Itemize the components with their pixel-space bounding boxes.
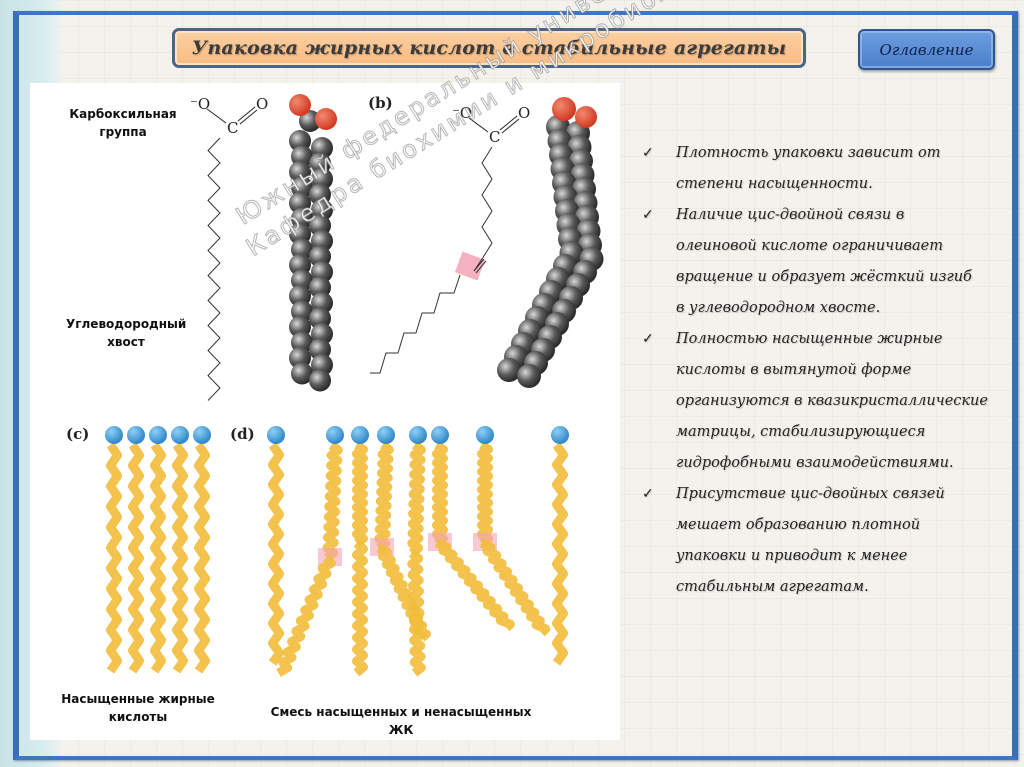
saturated-space-filling-model xyxy=(289,94,337,392)
polar-head xyxy=(476,426,494,444)
label-carboxyl-group: Карбоксильная группа xyxy=(69,107,177,139)
formula-b-c: C xyxy=(489,128,500,146)
figure-panel: Карбоксильная группа Углеводородный хвос… xyxy=(30,83,620,740)
unsaturated-chain-top xyxy=(473,146,493,272)
polar-head xyxy=(377,426,395,444)
carbon-atom xyxy=(299,110,321,132)
tail-lower xyxy=(276,554,336,677)
check-icon: ✓ xyxy=(642,145,654,161)
polar-head xyxy=(105,426,123,444)
polar-head xyxy=(193,426,211,444)
label-hydrocarbon-tail: Углеводородный хвост xyxy=(66,317,187,349)
tail-upper xyxy=(352,441,368,547)
oxygen-atom xyxy=(552,97,576,121)
oxygen-atom xyxy=(315,108,337,130)
label-mixture: Смесь насыщенных и ненасыщенных ЖК xyxy=(270,705,532,737)
cis-double-bond-highlight xyxy=(454,251,486,281)
table-of-contents-button[interactable]: Оглавление xyxy=(858,29,995,70)
polar-head xyxy=(127,426,145,444)
saturated-skeletal-formula: ⁻O O C xyxy=(190,95,268,401)
bullet-item: ✓ Наличие цис-двойной связи в олеиновой … xyxy=(640,200,1000,324)
oxygen-atom xyxy=(289,94,311,116)
carbon-atom xyxy=(497,358,521,382)
polar-head xyxy=(351,426,369,444)
polar-head xyxy=(149,426,167,444)
tail-lower xyxy=(479,538,551,637)
unsaturated-chain-bottom xyxy=(370,274,461,374)
tail-lower xyxy=(434,538,515,632)
unsaturated-skeletal-formula: ⁻O O C xyxy=(370,104,530,374)
formula-o: O xyxy=(256,95,268,113)
label-saturated: Насыщенные жирные кислоты xyxy=(61,692,215,724)
saturated-tail xyxy=(268,442,284,666)
tail-lower xyxy=(407,549,426,677)
check-icon: ✓ xyxy=(642,331,654,347)
saturated-tail xyxy=(172,442,188,674)
saturated-tail xyxy=(194,442,210,674)
carbon-atom xyxy=(309,369,331,392)
unsaturated-space-filling-model xyxy=(497,97,604,388)
lipid-packing-diagrams xyxy=(105,426,569,677)
toc-button-label: Оглавление xyxy=(879,40,974,59)
formula-c: C xyxy=(227,119,238,137)
bullet-text: Полностью насыщенные жирные кислоты в вы… xyxy=(676,331,988,471)
oxygen-atom xyxy=(575,106,597,128)
tail-lower xyxy=(352,539,368,677)
polar-head xyxy=(171,426,189,444)
bullet-text: Наличие цис-двойной связи в олеиновой ки… xyxy=(676,207,972,316)
carbon-atom xyxy=(291,362,313,385)
formula-b-o: O xyxy=(518,104,530,122)
saturated-chain-zigzag xyxy=(207,137,221,401)
polar-head xyxy=(409,426,427,444)
bullet-item: ✓ Плотность упаковки зависит от степени … xyxy=(640,138,1000,200)
formula-o-minus: ⁻O xyxy=(190,95,210,113)
polar-head xyxy=(326,426,344,444)
saturated-tail xyxy=(150,442,166,674)
saturated-tail xyxy=(552,442,568,666)
bullet-item: ✓ Присутствие цис-двойных связей мешает … xyxy=(640,479,1000,603)
panel-letter-d: (d) xyxy=(230,425,255,443)
polar-head xyxy=(431,426,449,444)
check-icon: ✓ xyxy=(642,207,654,223)
slide-frame xyxy=(13,11,1018,760)
tail-upper xyxy=(322,441,343,562)
polar-head xyxy=(551,426,569,444)
slide-title: Упаковка жирных кислот в стабильные агре… xyxy=(191,37,787,59)
bullet-list: ✓ Плотность упаковки зависит от степени … xyxy=(640,138,1000,603)
saturated-tail xyxy=(106,442,122,674)
slide-title-bar: Упаковка жирных кислот в стабильные агре… xyxy=(172,28,806,68)
carbon-atom xyxy=(517,364,541,388)
saturated-tail xyxy=(128,442,144,674)
panel-letter-c: (c) xyxy=(66,425,90,443)
check-icon: ✓ xyxy=(642,486,654,502)
bullet-item: ✓ Полностью насыщенные жирные кислоты в … xyxy=(640,324,1000,479)
bullet-text: Присутствие цис-двойных связей мешает об… xyxy=(676,486,945,595)
polar-head xyxy=(267,426,285,444)
tail-upper xyxy=(432,441,448,547)
tail-upper xyxy=(374,441,394,552)
formula-b-o-minus: ⁻O xyxy=(452,104,472,122)
tail-upper xyxy=(477,441,493,547)
panel-letter-b: (b) xyxy=(368,94,393,112)
tail-upper xyxy=(407,441,426,557)
bullet-text: Плотность упаковки зависит от степени на… xyxy=(676,145,941,192)
